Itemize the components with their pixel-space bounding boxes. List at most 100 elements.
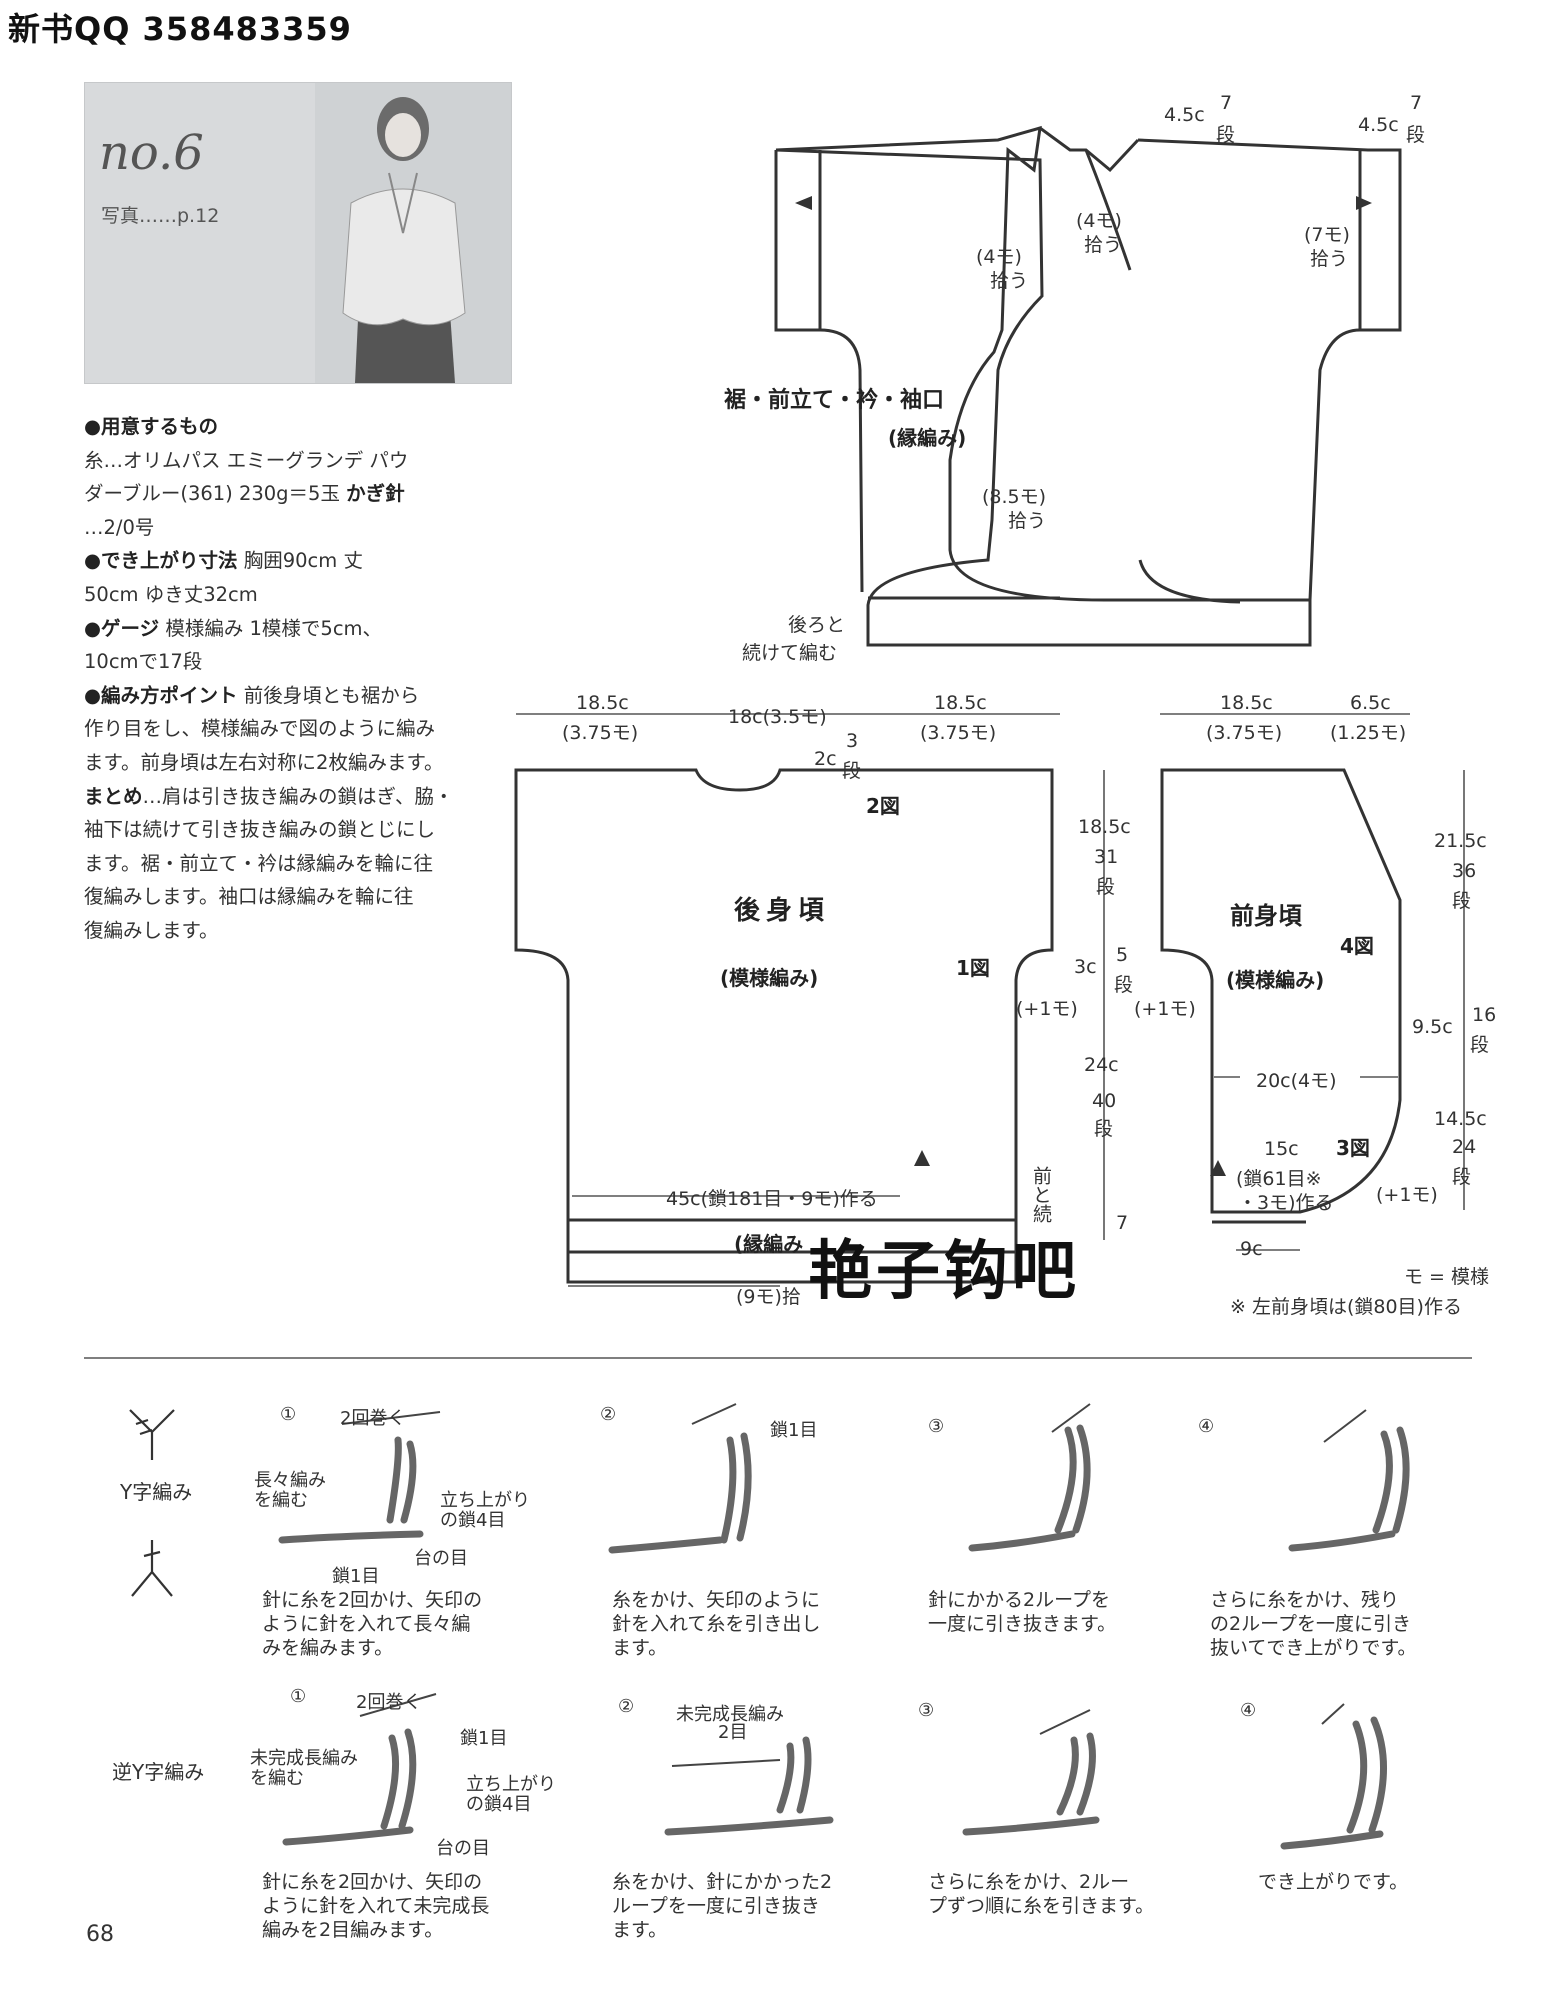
illustration-label: 立ち上がり [466, 1774, 556, 1795]
edge-pickup-label: (9モ)拾 [736, 1286, 801, 1308]
dim-rows: 24 [1452, 1136, 1477, 1158]
step-caption: さらに糸をかけ、2ルー プずつ順に糸を引きます。 [928, 1870, 1154, 1918]
materials-line: ダーブルー(361) 230g＝5玉 [84, 482, 347, 506]
dim-rows: 7 [1220, 92, 1233, 114]
page-number: 68 [86, 1922, 114, 1947]
dim-label: 6.5c [1350, 692, 1391, 714]
dim-label: 18.5c [934, 692, 987, 714]
pattern-number: no.6 [99, 125, 204, 181]
illustration-label: の鎖4目 [440, 1510, 506, 1531]
dim-rows-unit: 段 [1216, 124, 1236, 146]
figure-label: 4図 [1340, 934, 1374, 958]
caption-line: 一度に引き抜きます。 [928, 1613, 1117, 1635]
dim-label: 4.5c [1358, 114, 1399, 136]
materials-line: ます。裾・前立て・衿は縁編みを輪に往 [84, 851, 434, 875]
increase-label: (+1モ) [1376, 1184, 1438, 1206]
dim-rows: 31 [1094, 846, 1119, 868]
pickup-label: 拾う [1084, 234, 1123, 256]
caption-line: ます。 [612, 1919, 668, 1941]
dim-label: 15c [1264, 1138, 1299, 1160]
front-continue-label: 前と続 [1030, 1166, 1052, 1223]
figure-label: 3図 [1336, 1136, 1370, 1160]
edge-label: (縁編み [734, 1232, 804, 1256]
gauge-value: 模様編み 1模様で5cm、 [159, 616, 383, 640]
caption-line: 針に糸を2回かけ、矢印の [262, 1589, 483, 1611]
caption-line: ように針を入れて長々編 [262, 1613, 471, 1635]
caption-line: さらに糸をかけ、残り [1210, 1589, 1400, 1611]
dim-rows-unit: 段 [1114, 974, 1134, 996]
illustration-label: 2目 [718, 1722, 748, 1743]
caption-line: プずつ順に糸を引きます。 [928, 1895, 1155, 1917]
points-text: 前後身頃とも裾から [237, 683, 420, 707]
step-caption: 針に糸を2回かけ、矢印の ように針を入れて長々編 みを編みます。 [262, 1588, 482, 1660]
materials-section: ●用意するもの 糸…オリムパス エミーグランデ パウ ダーブルー(361) 23… [84, 410, 484, 948]
illustration-label: 鎖1目 [332, 1566, 380, 1587]
dim-rows-unit: 段 [1470, 1034, 1490, 1056]
step-number: ② [618, 1696, 635, 1717]
back-sub: (模様編み) [720, 966, 819, 990]
continue-label: 続けて編む [742, 642, 838, 664]
figure-label: 1図 [956, 956, 990, 980]
materials-line: 袖下は続けて引き抜き編みの鎖とじにし [84, 818, 436, 842]
caption-line: の2ループを一度に引き [1210, 1613, 1411, 1635]
caption-line: さらに糸をかけ、2ルー [928, 1871, 1130, 1893]
dim-label: 3c [1074, 956, 1097, 978]
step-number: ④ [1198, 1416, 1215, 1437]
caption-line: ます。 [612, 1637, 668, 1659]
illustration-label: 立ち上がり [440, 1490, 530, 1511]
illustration-label: 2回巻く [340, 1408, 406, 1429]
caption-line: 針を入れて糸を引き出し [612, 1613, 821, 1635]
y-stitch-name: Y字編み [120, 1480, 193, 1504]
dim-rows: 5 [1116, 944, 1129, 966]
watermark: 艳子钩吧 [808, 1234, 1080, 1309]
dim-label: 18.5c [576, 692, 629, 714]
caption-line: ように針を入れて未完成長 [262, 1895, 490, 1917]
dim-label: 18.5c [1220, 692, 1273, 714]
step-caption: さらに糸をかけ、残り の2ループを一度に引き 抜いてでき上がりです。 [1210, 1588, 1417, 1660]
dim-label: 4.5c [1164, 104, 1205, 126]
step-caption: 糸をかけ、矢印のように 針を入れて糸を引き出し ます。 [612, 1588, 820, 1660]
step-caption: 針にかかる2ループを 一度に引き抜きます。 [928, 1588, 1116, 1636]
chain-label: (鎖61目※ [1236, 1168, 1322, 1190]
step-caption: 糸をかけ、針にかかった2 ループを一度に引き抜き ます。 [612, 1870, 832, 1942]
illustration-label: 鎖1目 [770, 1420, 818, 1441]
size-value: 胸囲90cm 丈 [237, 549, 363, 573]
note-label: ※ 左前身頃は(鎖80目)作る [1230, 1296, 1462, 1318]
pickup-label: 拾う [1310, 248, 1349, 270]
dim-label: 20c(4モ) [1256, 1070, 1337, 1092]
hook-label: かぎ針 [346, 482, 405, 506]
dim-label: 9c [1240, 1238, 1263, 1260]
inverse-y-stitch-name: 逆Y字編み [112, 1760, 205, 1784]
photo-reference: 写真……p.12 [101, 205, 220, 227]
caption-line: 編みを2目編みます。 [262, 1919, 444, 1941]
illustration-label: 未完成長編み [250, 1748, 358, 1769]
gauge-heading: ●ゲージ [84, 616, 160, 640]
materials-line: 10cmで17段 [84, 650, 203, 674]
dim-label: (3.75モ) [1206, 722, 1283, 744]
finishing-text: …肩は引き抜き編みの鎖はぎ、脇・ [142, 784, 454, 808]
illustration-label: を編む [250, 1768, 304, 1789]
dim-rows: 7 [1410, 92, 1423, 114]
caption-line: 抜いてでき上がりです。 [1210, 1637, 1417, 1659]
dim-rows: 3 [846, 730, 859, 752]
legend-label: モ = 模様 [1404, 1266, 1489, 1288]
dim-rows-unit: 段 [842, 760, 862, 782]
base-chain-label: 45c(鎖181目・9モ)作る [666, 1188, 878, 1210]
materials-line: …2/0号 [84, 515, 155, 539]
step-caption: 針に糸を2回かけ、矢印の ように針を入れて未完成長 編みを2目編みます。 [262, 1870, 489, 1942]
increase-label: (+1モ) [1016, 998, 1078, 1020]
caption-line: みを編みます。 [262, 1637, 394, 1659]
dim-rows: 16 [1472, 1004, 1497, 1026]
illustration-label: を編む [254, 1490, 308, 1511]
pickup-label: (4モ) [1076, 210, 1122, 232]
top-diagram-sub: (縁編み) [888, 426, 967, 450]
dim-rows-unit: 段 [1094, 1118, 1114, 1140]
caption-line: 針に糸を2回かけ、矢印の [262, 1871, 483, 1893]
materials-line: 50cm ゆき丈32cm [84, 582, 258, 606]
pickup-label: 拾う [990, 270, 1029, 292]
dim-label: 9.5c [1412, 1016, 1453, 1038]
pickup-label: (7モ) [1304, 224, 1350, 246]
dim-label: 18c(3.5モ) [728, 706, 827, 728]
dim-label: (1.25モ) [1330, 722, 1407, 744]
